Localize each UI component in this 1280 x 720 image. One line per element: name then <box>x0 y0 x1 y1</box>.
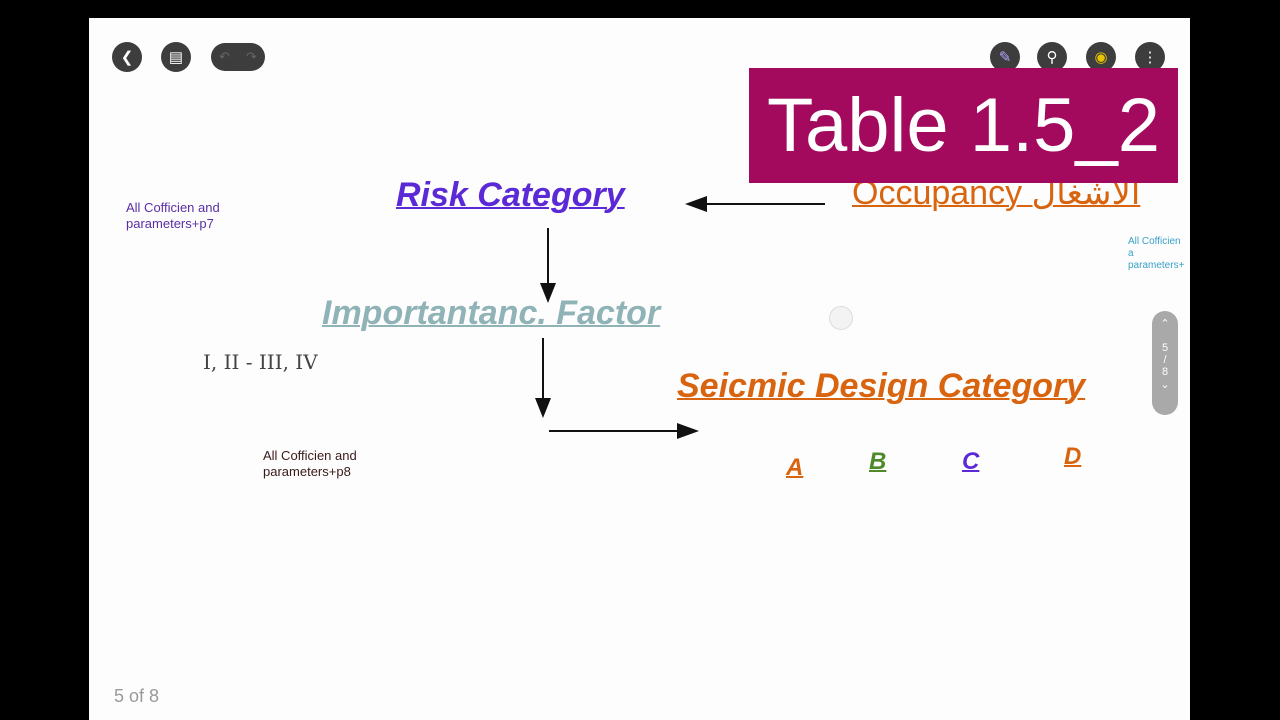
arrowhead <box>677 423 699 439</box>
redo-icon[interactable]: ↷ <box>246 49 257 64</box>
more-button[interactable]: ⋮ <box>1135 42 1165 72</box>
note-line: All Cofficien and <box>263 448 357 463</box>
chevron-up-icon[interactable]: ⌃ <box>1160 318 1170 330</box>
sidebar-icon: ▤ <box>168 49 184 66</box>
note-line: All Cofficien and <box>126 200 220 215</box>
category-c: C <box>962 448 980 475</box>
arrowhead <box>685 196 707 212</box>
cursor-indicator <box>829 306 853 330</box>
arrow-importance-down <box>542 338 544 400</box>
search-button[interactable]: ⚲ <box>1037 42 1067 72</box>
page-indicator: 5 of 8 <box>114 686 160 706</box>
seismic-design-category-heading: Seicmic Design Category <box>677 367 1086 405</box>
more-vertical-icon: ⋮ <box>1142 49 1158 66</box>
undo-icon[interactable]: ↶ <box>219 49 230 64</box>
document-page: ❮ ▤ ↶↷ ✎ ⚲ ◉ ⋮ Occupancy الاشغال Table 1… <box>89 18 1190 720</box>
search-icon: ⚲ <box>1046 49 1058 66</box>
arrow-occupancy-to-risk <box>705 203 825 205</box>
arrowhead <box>540 283 556 303</box>
note-line: parameters+p7 <box>126 216 214 231</box>
category-b: B <box>869 448 887 475</box>
arrow-to-seismic <box>549 430 679 432</box>
arrow-risk-to-importance <box>547 228 549 288</box>
view-button[interactable]: ◉ <box>1086 42 1116 72</box>
pen-button[interactable]: ✎ <box>990 42 1020 72</box>
chevron-down-icon[interactable]: ⌄ <box>1160 379 1170 391</box>
risk-category-heading: Risk Category <box>396 176 625 214</box>
undo-redo-group: ↶↷ <box>211 43 265 71</box>
scroller-current: 5 <box>1161 342 1169 354</box>
importance-factor-heading: Importantanc. Factor <box>322 294 661 332</box>
category-d: D <box>1064 443 1082 470</box>
pen-icon: ✎ <box>998 49 1012 66</box>
chevron-left-icon: ❮ <box>120 49 134 66</box>
page-scroller[interactable]: ⌃ 5 / 8 ⌄ <box>1152 311 1178 415</box>
layout-button[interactable]: ▤ <box>161 42 191 72</box>
table-banner: Table 1.5_2 <box>749 68 1178 183</box>
scroller-total: 8 <box>1161 366 1169 378</box>
category-a: A <box>786 454 804 481</box>
back-button[interactable]: ❮ <box>112 42 142 72</box>
note-line: parameters+ <box>1128 260 1185 271</box>
note-line: parameters+p8 <box>263 464 351 479</box>
risk-levels-handwritten: I, II - III, IV <box>203 350 318 374</box>
scroller-sep: / <box>1163 354 1167 366</box>
eye-icon: ◉ <box>1094 49 1108 66</box>
note-line: All Cofficien a <box>1128 236 1181 259</box>
arrowhead <box>535 398 551 418</box>
